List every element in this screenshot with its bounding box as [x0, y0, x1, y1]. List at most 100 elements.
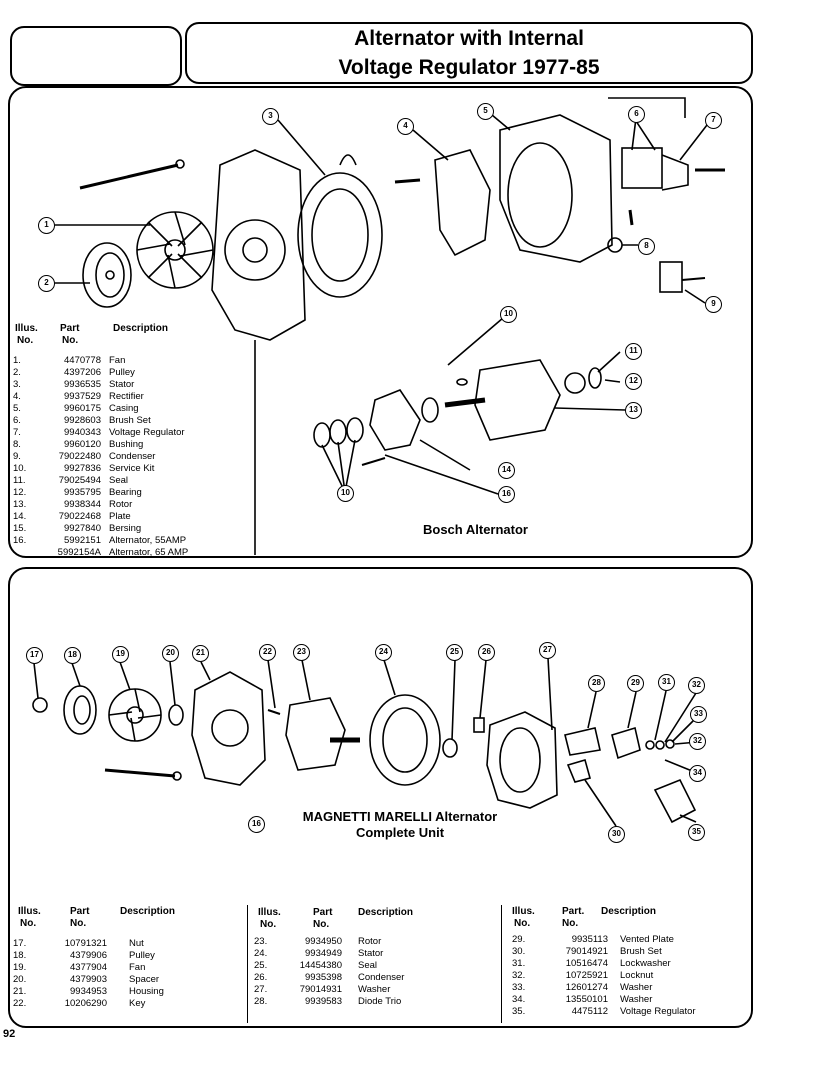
illus-number: 32. [512, 970, 526, 981]
part-number: 9937529 [64, 391, 101, 402]
callout-5: 5 [477, 103, 494, 120]
callout-23: 23 [293, 644, 310, 661]
illus-number: 28. [254, 996, 268, 1007]
part-number: 79022480 [58, 451, 101, 462]
callout-8: 8 [638, 238, 655, 255]
part-number: 13550101 [565, 994, 608, 1005]
illus-number: 27. [254, 984, 268, 995]
part-number: 9935795 [64, 487, 101, 498]
part-description: Stator [109, 379, 135, 390]
part-description: Condenser [109, 451, 156, 462]
part-number: 4379906 [70, 950, 107, 961]
illus-number: 11. [13, 475, 26, 486]
page-number: 92 [3, 1028, 16, 1040]
part-description: Key [129, 998, 146, 1009]
part-description: Rotor [358, 936, 382, 947]
part-number: 79025494 [58, 475, 101, 486]
part-number: 9960175 [64, 403, 101, 414]
illus-number: 3. [13, 379, 21, 390]
callout-4: 4 [397, 118, 414, 135]
part-description: Fan [129, 962, 146, 973]
callout-26: 26 [478, 644, 495, 661]
part-description: Bushing [109, 439, 144, 450]
callout-25: 25 [446, 644, 463, 661]
callout-16: 16 [498, 486, 515, 503]
marelli-c1-header-description: Description [120, 906, 176, 917]
part-description: Nut [129, 938, 144, 949]
callout-33: 33 [690, 706, 707, 723]
part-description: Vented Plate [620, 934, 674, 945]
part-description: Plate [109, 511, 131, 522]
part-description: Rotor [109, 499, 133, 510]
callout-6: 6 [628, 106, 645, 123]
callout-24: 24 [375, 644, 392, 661]
bosch-header-description: Description [113, 323, 169, 334]
callout-32-top: 32 [688, 677, 705, 694]
illus-number: 15. [13, 523, 27, 534]
callout-21: 21 [192, 645, 209, 662]
bosch-panel [8, 86, 753, 558]
bosch-caption: Bosch Alternator [423, 522, 528, 537]
callout-10-top: 10 [500, 306, 517, 323]
part-number: 14454380 [299, 960, 342, 971]
part-number: 4377904 [70, 962, 107, 973]
part-number: 9935398 [305, 972, 342, 983]
marelli-caption-line-2: Complete Unit [355, 825, 445, 840]
marelli-c3-header-part: Part.No. [562, 906, 585, 929]
marelli-c1-header-illus: Illus.No. [18, 906, 41, 929]
part-number: 9960120 [64, 439, 101, 450]
illus-number: 14. [13, 511, 27, 522]
part-description: Lockwasher [620, 958, 671, 969]
part-number: 10791321 [64, 938, 107, 949]
part-description: Washer [620, 982, 653, 993]
illus-number: 22. [13, 998, 27, 1009]
part-description: Voltage Regulator [109, 427, 185, 438]
part-number: 9927840 [64, 523, 101, 534]
table-row: 27. 79014931 Washer [254, 984, 438, 996]
part-description: Pulley [109, 367, 135, 378]
callout-14: 14 [498, 462, 515, 479]
part-description: Brush Set [109, 415, 151, 426]
part-description: Alternator, 65 AMP [109, 547, 189, 558]
callout-30: 30 [608, 826, 625, 843]
part-description: Washer [358, 984, 391, 995]
callout-17: 17 [26, 647, 43, 664]
column-divider-1 [247, 905, 248, 1023]
part-description: Casing [109, 403, 139, 414]
illus-number: 34. [512, 994, 526, 1005]
part-description: Seal [358, 960, 378, 971]
part-number: 79014931 [299, 984, 342, 995]
marelli-panel [8, 567, 753, 1028]
page-title: Alternator with Internal Voltage Regulat… [186, 24, 752, 82]
callout-20: 20 [162, 645, 179, 662]
callout-19: 19 [112, 646, 129, 663]
callout-31: 31 [658, 674, 675, 691]
part-number: 9927836 [64, 463, 101, 474]
part-description: Bearing [109, 487, 142, 498]
part-description: Pulley [129, 950, 155, 961]
callout-9: 9 [705, 296, 722, 313]
part-number: 5992154A [57, 547, 101, 558]
part-number: 9936535 [64, 379, 101, 390]
